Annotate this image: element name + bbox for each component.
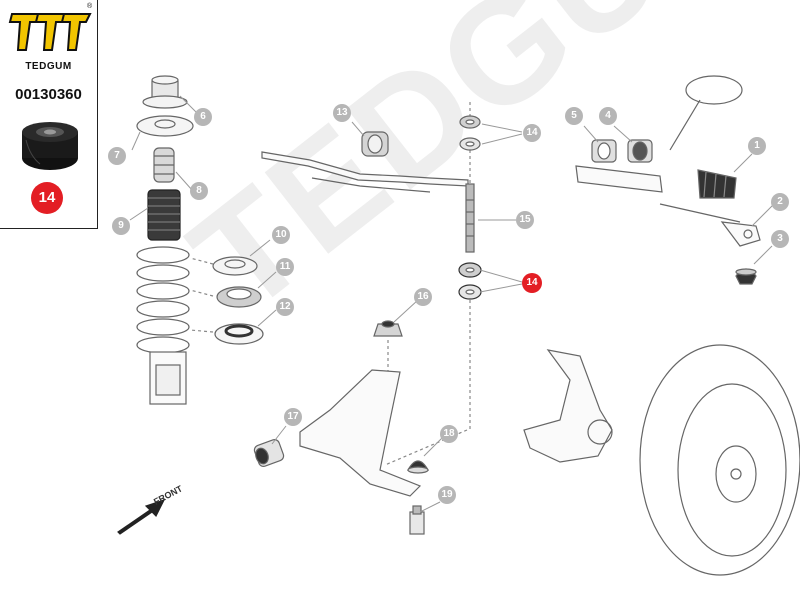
wheel (639, 344, 800, 576)
dust-boot-part[interactable] (147, 189, 181, 241)
tie-rod-boot-part[interactable] (735, 268, 757, 285)
link-bushing-bottom-part[interactable] (458, 262, 482, 300)
product-sidebar: ® TEDGUM 00130360 14 (0, 0, 98, 229)
callout-15[interactable]: 15 (516, 211, 534, 229)
stabilizer-bushing-part[interactable] (361, 131, 389, 157)
stabilizer-bar (261, 151, 469, 193)
link-bushing-top-part[interactable] (459, 115, 481, 151)
registered-mark: ® (87, 3, 93, 10)
callout-8[interactable]: 8 (190, 182, 208, 200)
top-mount-part[interactable] (142, 75, 188, 109)
steering-boot-part[interactable] (697, 169, 737, 199)
bump-stop-part[interactable] (153, 147, 175, 183)
callout-14-top[interactable]: 14 (523, 124, 541, 142)
brand-name: TEDGUM (25, 61, 72, 72)
callout-16[interactable]: 16 (414, 288, 432, 306)
spring-bearing-part[interactable] (216, 286, 262, 308)
callout-17[interactable]: 17 (284, 408, 302, 426)
tedgum-logo (8, 13, 92, 51)
product-image (22, 122, 78, 170)
steering-assembly (575, 75, 743, 223)
lower-control-arm (299, 369, 422, 497)
callout-11[interactable]: 11 (276, 258, 294, 276)
spring-seat-upper-part[interactable] (212, 256, 258, 276)
steering-knuckle (523, 349, 613, 463)
callout-14-selected[interactable]: 14 (522, 273, 542, 293)
callout-5[interactable]: 5 (565, 107, 583, 125)
callout-7[interactable]: 7 (108, 147, 126, 165)
callout-19[interactable]: 19 (438, 486, 456, 504)
callout-2[interactable]: 2 (771, 193, 789, 211)
tie-rod-end-part[interactable] (720, 221, 761, 247)
callout-9[interactable]: 9 (112, 217, 130, 235)
ball-joint-boot-part[interactable] (406, 460, 430, 474)
coil-spring (136, 246, 190, 354)
callout-10[interactable]: 10 (272, 226, 290, 244)
arm-bushing-front-part[interactable] (253, 438, 285, 468)
link-bolt-part[interactable] (465, 183, 475, 253)
callout-4[interactable]: 4 (599, 107, 617, 125)
callout-leaders (129, 95, 775, 513)
selected-part-badge: 14 (31, 182, 63, 214)
front-arrow-icon (117, 498, 166, 535)
callout-18[interactable]: 18 (440, 425, 458, 443)
arm-bushing-rear-part[interactable] (373, 320, 403, 337)
callout-12[interactable]: 12 (276, 298, 294, 316)
callout-1[interactable]: 1 (748, 137, 766, 155)
spring-seat-lower-part[interactable] (214, 323, 264, 345)
callout-3[interactable]: 3 (771, 230, 789, 248)
ball-joint-part[interactable] (409, 505, 425, 535)
part-number: 00130360 (15, 86, 82, 103)
callout-13[interactable]: 13 (333, 104, 351, 122)
rack-bushing-right-part[interactable] (627, 139, 653, 163)
rack-bushing-left-part[interactable] (591, 139, 617, 163)
callout-6[interactable]: 6 (194, 108, 212, 126)
shock-absorber (149, 351, 187, 405)
bearing-plate-part[interactable] (136, 115, 194, 137)
